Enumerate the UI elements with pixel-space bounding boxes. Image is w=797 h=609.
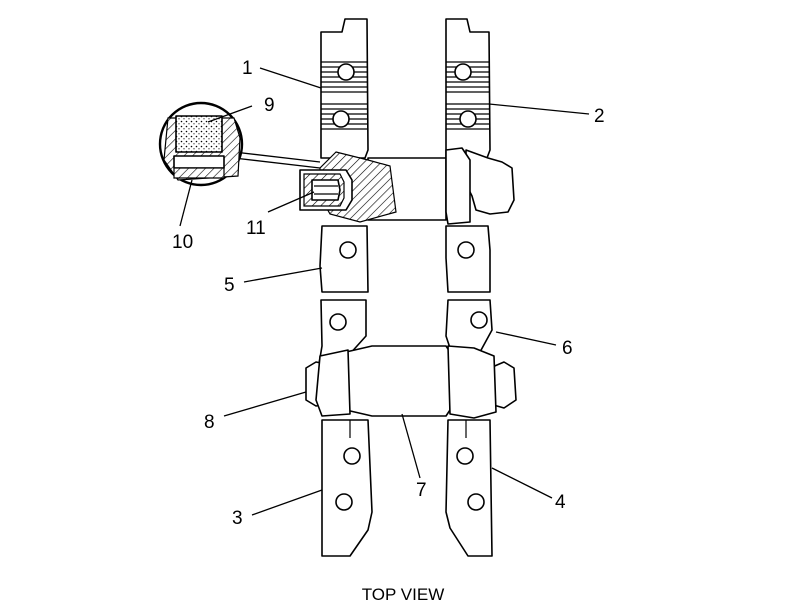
pin-section bbox=[299, 151, 397, 223]
leader-10 bbox=[179, 179, 193, 227]
bolt-hole bbox=[470, 311, 488, 329]
link-left-lower bbox=[321, 419, 373, 557]
callout-10: 10 bbox=[172, 232, 193, 253]
callout-9: 9 bbox=[264, 95, 275, 116]
leader-lines bbox=[179, 67, 590, 516]
bolt-hole bbox=[467, 493, 485, 511]
detail-magnifier bbox=[158, 101, 321, 187]
bolt-hole bbox=[459, 110, 477, 128]
bolt-hole bbox=[456, 447, 474, 465]
leader-4 bbox=[491, 467, 553, 499]
rib-lines-left bbox=[321, 61, 367, 130]
leader-6 bbox=[495, 331, 557, 346]
lower-bushing bbox=[305, 345, 517, 419]
link-right-upper bbox=[445, 18, 515, 215]
leader-9 bbox=[207, 105, 253, 123]
bolt-hole bbox=[337, 63, 355, 81]
bolt-hole bbox=[339, 241, 357, 259]
leader-2 bbox=[488, 103, 590, 115]
leader-11 bbox=[267, 191, 315, 213]
callout-7: 7 bbox=[416, 480, 427, 501]
link-right-mid bbox=[445, 225, 491, 293]
callout-11: 11 bbox=[246, 218, 266, 239]
leader-8 bbox=[223, 391, 307, 417]
leader-1 bbox=[259, 67, 322, 89]
leader-7 bbox=[401, 413, 421, 479]
callout-2: 2 bbox=[594, 106, 605, 127]
bolt-hole bbox=[457, 241, 475, 259]
link-left-upper bbox=[320, 18, 369, 159]
leader-3 bbox=[251, 489, 323, 516]
callout-1: 1 bbox=[242, 58, 253, 79]
bolt-hole bbox=[454, 63, 472, 81]
bolt-hole bbox=[332, 110, 350, 128]
callout-8: 8 bbox=[204, 412, 215, 433]
callout-6: 6 bbox=[562, 338, 573, 359]
callout-4: 4 bbox=[555, 492, 566, 513]
link-left-mid bbox=[319, 225, 369, 293]
diagram-caption: TOP VIEW bbox=[362, 585, 445, 604]
leader-5 bbox=[243, 267, 323, 283]
bolt-hole bbox=[343, 447, 361, 465]
callout-5: 5 bbox=[224, 275, 235, 296]
bolt-hole bbox=[329, 313, 347, 331]
callout-3: 3 bbox=[232, 508, 243, 529]
bolt-hole bbox=[335, 493, 353, 511]
link-right-lower bbox=[445, 419, 493, 557]
callout-labels: 1 2 3 4 5 6 7 8 9 10 11 bbox=[172, 58, 605, 529]
